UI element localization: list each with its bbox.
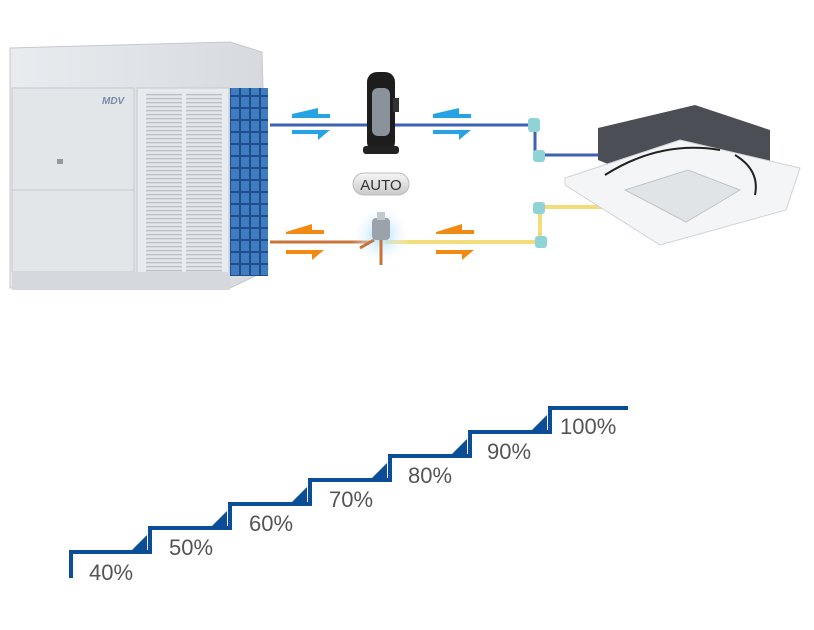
svg-text:AUTO: AUTO <box>360 177 401 194</box>
step-triangle <box>372 463 387 478</box>
step-label: 100% <box>560 414 616 439</box>
expansion-valve-icon <box>351 205 411 265</box>
step-triangle <box>132 535 147 550</box>
indoor-cassette-unit <box>564 105 801 246</box>
brand-logo: MDV <box>102 96 126 107</box>
orange-flow-arrows <box>286 224 474 260</box>
step-triangle <box>212 511 227 526</box>
blue-flow-arrows <box>292 108 471 140</box>
step-label: 60% <box>249 511 293 536</box>
liquid-pipe <box>270 202 615 248</box>
capacity-staircase: 40% 50% 60% 70% 80% 90% 100% <box>69 406 628 585</box>
outdoor-unit: MDV <box>9 41 269 290</box>
step-label: 40% <box>89 560 133 585</box>
step-label: 50% <box>169 535 213 560</box>
step-triangle <box>292 487 307 502</box>
step-label: 70% <box>329 487 373 512</box>
step-triangle <box>532 415 547 430</box>
gas-pipe <box>270 118 598 162</box>
step-label: 80% <box>408 463 452 488</box>
compressor-icon <box>363 72 399 154</box>
step-triangle <box>452 439 467 454</box>
step-label: 90% <box>487 439 531 464</box>
auto-badge: AUTO <box>352 172 410 196</box>
